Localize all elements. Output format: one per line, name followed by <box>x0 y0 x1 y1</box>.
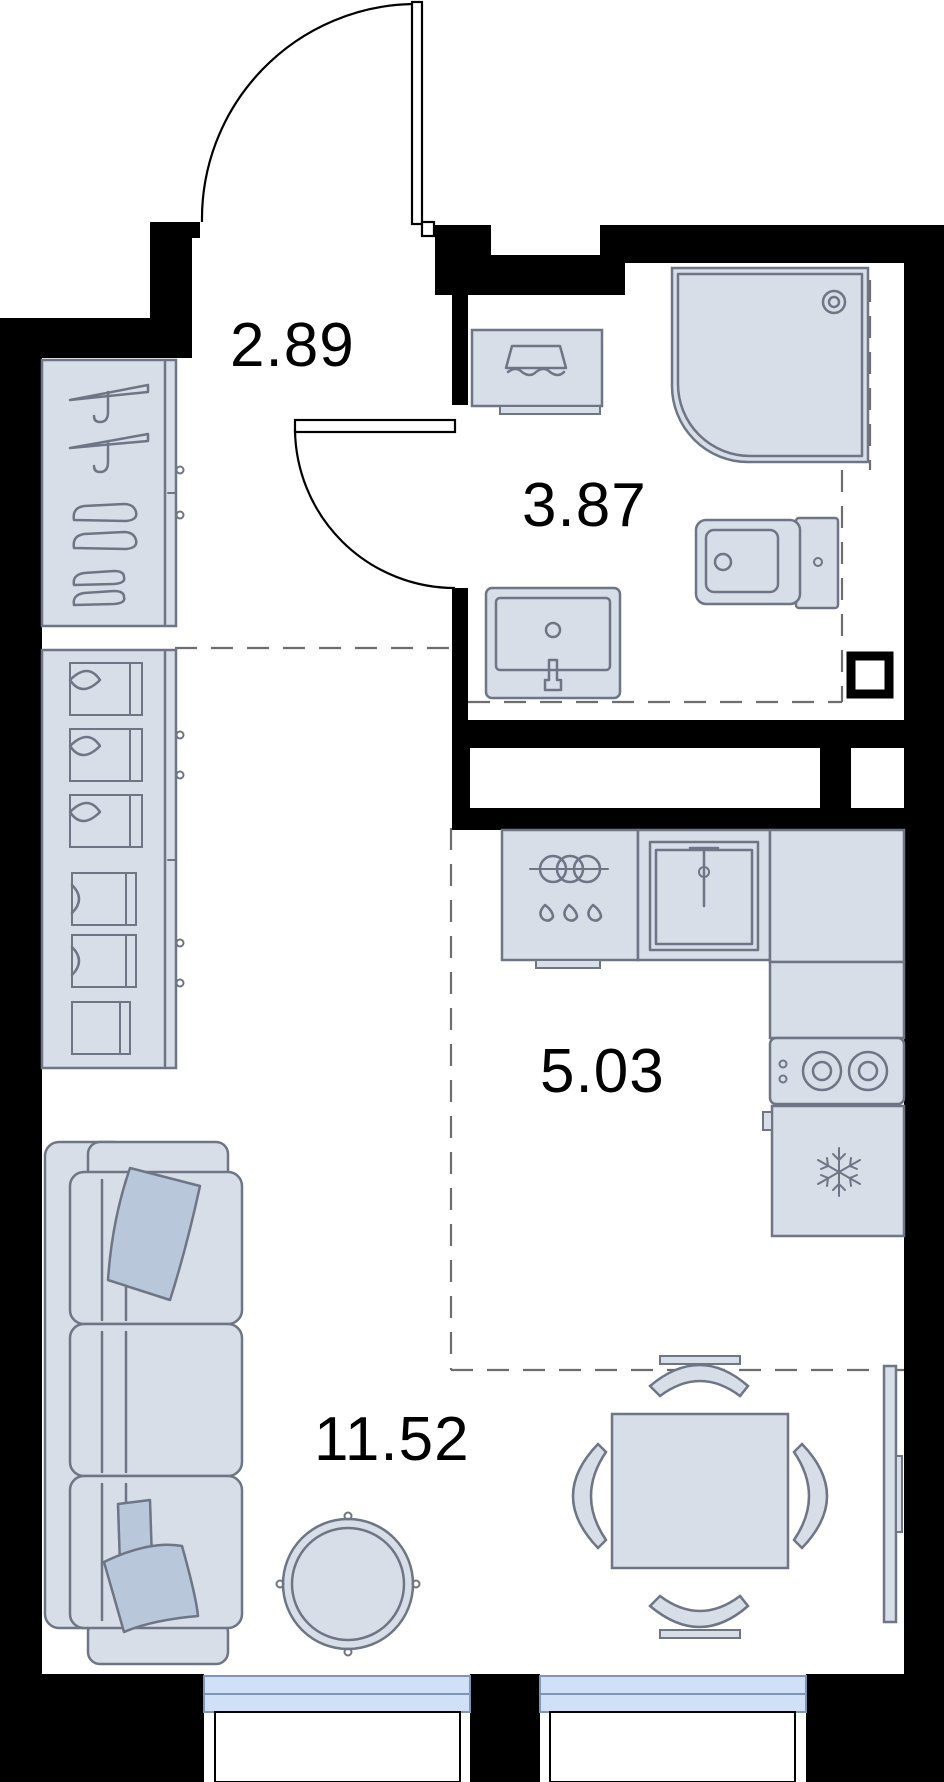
washing-machine-water-icon <box>504 344 568 377</box>
window-frame-1 <box>214 1711 461 1782</box>
coffee-table-leg <box>343 1511 353 1521</box>
wall-bath-top-c <box>600 225 944 263</box>
hob-icon <box>529 854 609 922</box>
kitchen-hob-cabinet <box>500 828 640 962</box>
shoe-icon <box>72 502 138 607</box>
toilet-button <box>813 557 823 567</box>
wall-right <box>904 225 944 1674</box>
pillow-icon <box>106 1166 202 1302</box>
toilet-tank <box>794 516 840 610</box>
hanger-icon <box>68 432 150 474</box>
sink-icon <box>484 586 622 700</box>
wall-bath-left-bottom <box>452 588 468 743</box>
kitchen-hob-plinth <box>535 959 601 969</box>
wardrobe-handle <box>175 730 185 740</box>
bathroom-door-swing-icon <box>293 429 456 590</box>
coffee-table-leg <box>275 1579 285 1589</box>
kitchen-cabinet <box>768 960 906 1040</box>
sofa <box>43 1140 244 1666</box>
hanger-icon <box>68 383 150 424</box>
dining-table <box>610 1412 790 1570</box>
duct-b <box>851 748 904 808</box>
chair-left <box>571 1442 608 1550</box>
tv-panel <box>882 1364 898 1624</box>
fridge-handle <box>762 1111 773 1131</box>
sink-tap <box>543 658 563 692</box>
chair-top <box>648 1363 750 1398</box>
wall-bath-left-top <box>452 255 468 405</box>
wardrobe-handle <box>175 938 185 948</box>
shower-icon <box>670 266 870 464</box>
shower-drain-inner <box>827 295 841 309</box>
wardrobe-handle <box>175 770 185 780</box>
wall-top-left <box>0 318 175 358</box>
chair-top-back <box>659 1355 741 1365</box>
entrance-door <box>200 0 436 238</box>
walls <box>0 222 944 1782</box>
entrance-door-leaf <box>410 0 424 226</box>
kitchen <box>500 828 906 1238</box>
toilet-icon <box>694 518 802 606</box>
toilet-hole <box>713 552 733 572</box>
wall-door-jamb <box>150 222 200 238</box>
coffee-table-leg <box>411 1579 421 1589</box>
area-label-living: 11.52 <box>314 1405 470 1474</box>
window-frame-2 <box>549 1711 796 1782</box>
tv-mount <box>895 1455 903 1533</box>
ventilation-shaft-icon <box>846 651 894 699</box>
bathroom-door-leaf <box>293 418 457 434</box>
tv-icon <box>882 1364 903 1624</box>
bathroom-door <box>293 418 457 590</box>
coffee-table <box>275 1511 421 1657</box>
shower <box>670 266 870 464</box>
snowflake-icon <box>817 1147 861 1197</box>
kitchen-sink-drain <box>698 866 710 878</box>
door-swing-icon <box>200 2 413 223</box>
wardrobe-handle <box>175 510 185 520</box>
wall-left <box>0 318 42 1674</box>
folded-trousers-icon <box>70 872 137 1055</box>
toilet-bowl <box>704 528 780 594</box>
wardrobe-lower <box>40 648 185 1070</box>
kitchen-cooktop-cabinet <box>768 1036 906 1106</box>
shower-tray-inner <box>676 272 864 458</box>
chair-bottom <box>648 1594 750 1629</box>
kitchen-corner-cabinet <box>768 828 906 964</box>
sink-drain <box>544 621 562 639</box>
pillow-icon <box>102 1543 200 1634</box>
wardrobe-lower-body <box>40 648 178 1070</box>
kitchen-sink-bowl-outer <box>648 840 760 952</box>
area-label-kitchen: 5.03 <box>540 1037 665 1106</box>
chair-bottom-back <box>659 1629 741 1639</box>
sink-bowl <box>494 596 612 672</box>
coffee-table-top <box>281 1517 415 1651</box>
wardrobe-upper <box>40 358 185 628</box>
area-label-hallway: 2.89 <box>230 311 355 380</box>
coffee-table-inner <box>290 1526 406 1642</box>
coffee-table-leg <box>343 1647 353 1657</box>
washing-machine <box>470 328 604 415</box>
chair-right <box>792 1442 829 1550</box>
wall-left-notch <box>150 222 192 358</box>
shower-drain-outer <box>821 289 847 315</box>
wardrobe-handle <box>175 465 185 475</box>
folded-shirt-icon <box>68 662 143 848</box>
duct-a <box>470 748 820 808</box>
cooktop-icon <box>778 1050 889 1092</box>
area-label-bathroom: 3.87 <box>522 471 647 540</box>
bathroom-sink <box>484 586 622 700</box>
area-labels: 2.89 3.87 5.03 11.52 <box>230 311 665 1474</box>
washing-machine-base <box>499 405 601 415</box>
dining-set <box>571 1355 829 1639</box>
entrance-door-stop <box>420 220 436 238</box>
wardrobe-handle <box>175 978 185 988</box>
toilet <box>694 516 840 610</box>
sofa-cushion-2 <box>68 1322 244 1478</box>
